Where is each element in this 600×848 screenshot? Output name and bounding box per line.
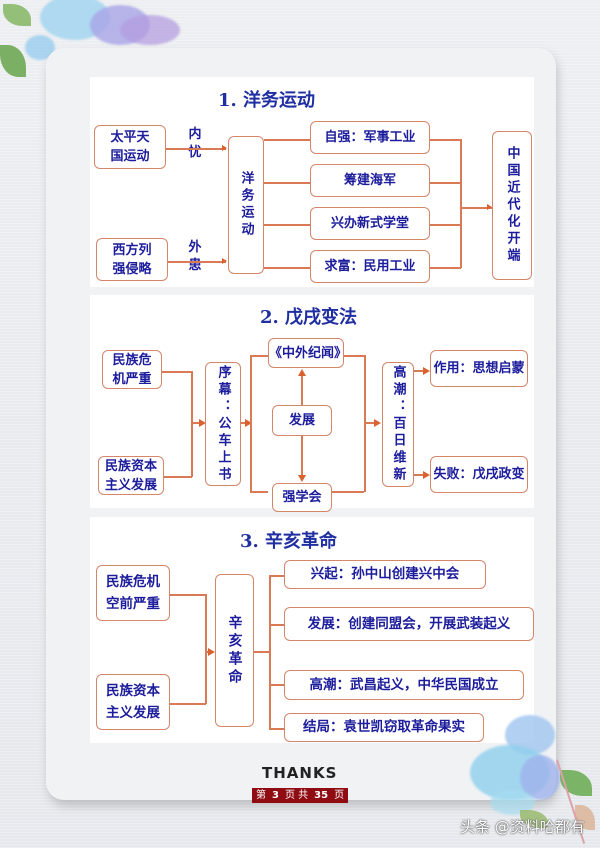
outcome-box: 失败：戊戌政变	[430, 456, 528, 493]
cause-box: 太平天 国运动	[94, 125, 166, 169]
arrow-up-icon	[298, 369, 306, 376]
measure-box: 求富：民用工业	[310, 250, 430, 283]
watermark: 头条 @资料哈都有	[460, 818, 585, 836]
stage-box: 兴起：孙中山创建兴中会	[284, 560, 486, 589]
thanks-text: THANKS	[262, 764, 338, 782]
society-box: 强学会	[272, 483, 332, 512]
cause-label: 外 患	[188, 240, 202, 273]
center-box: 洋务运动	[228, 136, 264, 274]
arrow-icon	[487, 204, 492, 210]
page-indicator: 第 3 页 共 35 页	[252, 788, 349, 803]
stage-box: 高潮：武昌起义，中华民国成立	[284, 670, 524, 700]
measure-box: 兴办新式学堂	[310, 207, 430, 240]
page-prefix: 第	[256, 790, 266, 801]
newspaper-box: 《中外纪闻》	[268, 338, 347, 368]
measure-box: 筹建海军	[310, 164, 430, 197]
section-title: 1. 洋务运动	[218, 90, 316, 111]
center-box: 辛亥革命	[215, 574, 254, 727]
outcome-box: 作用：思想启蒙	[430, 350, 528, 387]
page-total: 35	[314, 790, 329, 801]
section-title: 2. 戊戌变法	[260, 307, 358, 328]
cause-label: 内 忧	[188, 127, 202, 160]
arrow-icon	[208, 648, 215, 656]
cause-box: 西方列 强侵略	[96, 238, 168, 281]
cause-box: 民族危机 空前严重	[96, 565, 170, 621]
measure-box: 自强：军事工业	[310, 121, 430, 154]
cause-box: 民族资本 主义发展	[98, 456, 164, 495]
page-mid: 页 共	[284, 790, 309, 801]
arrow-icon	[374, 419, 381, 427]
page-current: 3	[272, 790, 279, 801]
prelude-box: 序幕：公车上书	[205, 362, 241, 486]
cause-box: 民族危 机严重	[102, 350, 162, 389]
result-box: 中国近代化开端	[492, 131, 532, 280]
arrow-icon	[423, 367, 430, 375]
arrow-icon	[222, 145, 227, 151]
arrow-icon	[423, 471, 430, 479]
arrow-icon	[199, 419, 206, 427]
arrow-icon	[245, 419, 252, 427]
stage-box: 结局：袁世凯窃取革命果实	[284, 713, 484, 742]
cause-box: 民族资本 主义发展	[96, 674, 170, 730]
stage-box: 发展：创建同盟会，开展武装起义	[284, 607, 534, 641]
climax-box: 高潮：百日维新	[382, 362, 414, 487]
arrow-down-icon	[298, 475, 306, 482]
section-title: 3. 辛亥革命	[240, 531, 338, 552]
page-suffix: 页	[334, 790, 345, 801]
development-box: 发展	[272, 405, 332, 436]
arrow-icon	[222, 258, 227, 264]
